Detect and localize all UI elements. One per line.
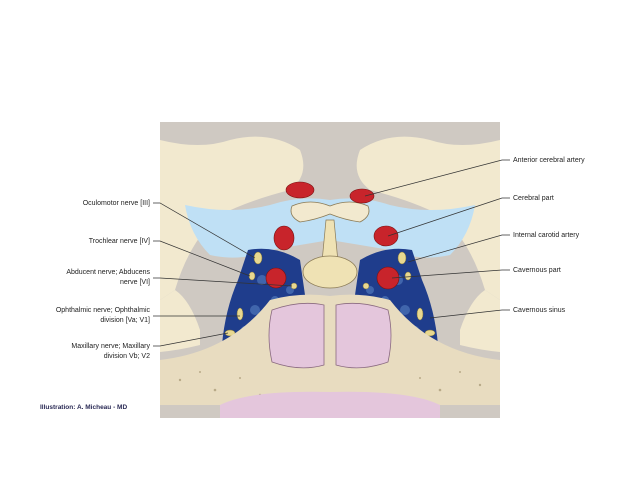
anterior-cerebral-artery-right bbox=[349, 188, 375, 204]
sphenoid-sinus-left bbox=[268, 302, 325, 369]
cranial-nerves bbox=[224, 251, 436, 337]
left-hemisphere bbox=[160, 136, 304, 300]
abducent-nerve-right bbox=[362, 282, 370, 290]
label-oculomotor: Oculomotor nerve [III] bbox=[83, 200, 150, 207]
internal-carotid-cavernous-left bbox=[265, 267, 287, 289]
label-cavernous-part: Cavernous part bbox=[513, 267, 561, 274]
label-cerebral-part: Cerebral part bbox=[513, 195, 554, 202]
internal-carotid-cavernous-right bbox=[376, 266, 400, 290]
label-trochlear: Trochlear nerve [IV] bbox=[89, 238, 150, 245]
skull-base-bone bbox=[160, 294, 500, 405]
label-maxillary-1: Maxillary nerve; Maxillary bbox=[71, 343, 150, 350]
label-ophthalmic-2: division [Va; V1] bbox=[100, 317, 150, 324]
label-abducent-2: nerve [VI] bbox=[120, 279, 150, 286]
oculomotor-nerve-left bbox=[253, 251, 263, 265]
internal-carotid-cerebral-left bbox=[273, 225, 295, 251]
maxillary-nerve-left bbox=[224, 329, 236, 337]
arteries bbox=[265, 181, 400, 290]
left-temporal-lobe bbox=[160, 290, 200, 352]
label-abducent-1: Abducent nerve; Abducens bbox=[66, 269, 150, 276]
right-hemisphere bbox=[356, 136, 500, 300]
optic-chiasm bbox=[290, 201, 370, 223]
anterior-cerebral-artery-left bbox=[285, 181, 315, 199]
oculomotor-nerve-right bbox=[397, 251, 407, 265]
leader-lines bbox=[153, 159, 510, 347]
label-internal-carotid: Internal carotid artery bbox=[513, 232, 580, 239]
label-cavernous-sinus: Cavernous sinus bbox=[513, 307, 566, 314]
ophthalmic-nerve-left bbox=[236, 307, 244, 321]
labels-right: Anterior cerebral artery Cerebral part I… bbox=[513, 157, 585, 314]
right-temporal-lobe bbox=[460, 290, 500, 352]
trochlear-nerve-right bbox=[404, 271, 412, 281]
maxillary-nerve-right bbox=[424, 329, 436, 337]
label-ophthalmic-1: Ophthalmic nerve; Ophthalmic bbox=[56, 307, 151, 314]
label-anterior-cerebral: Anterior cerebral artery bbox=[513, 157, 585, 164]
internal-carotid-cerebral-right bbox=[373, 225, 399, 247]
labels-left: Oculomotor nerve [III] Trochlear nerve [… bbox=[56, 200, 151, 360]
sphenoid-sinus-right bbox=[335, 302, 392, 369]
trochlear-nerve-left bbox=[248, 271, 256, 281]
nasopharynx bbox=[220, 391, 440, 418]
cavernous-sinus-right bbox=[355, 248, 438, 347]
pituitary-gland bbox=[302, 255, 358, 289]
ophthalmic-nerve-right bbox=[416, 307, 424, 321]
label-maxillary-2: division Vb; V2 bbox=[104, 353, 150, 360]
illustration-credit: Illustration: A. Micheau - MD bbox=[40, 404, 128, 411]
